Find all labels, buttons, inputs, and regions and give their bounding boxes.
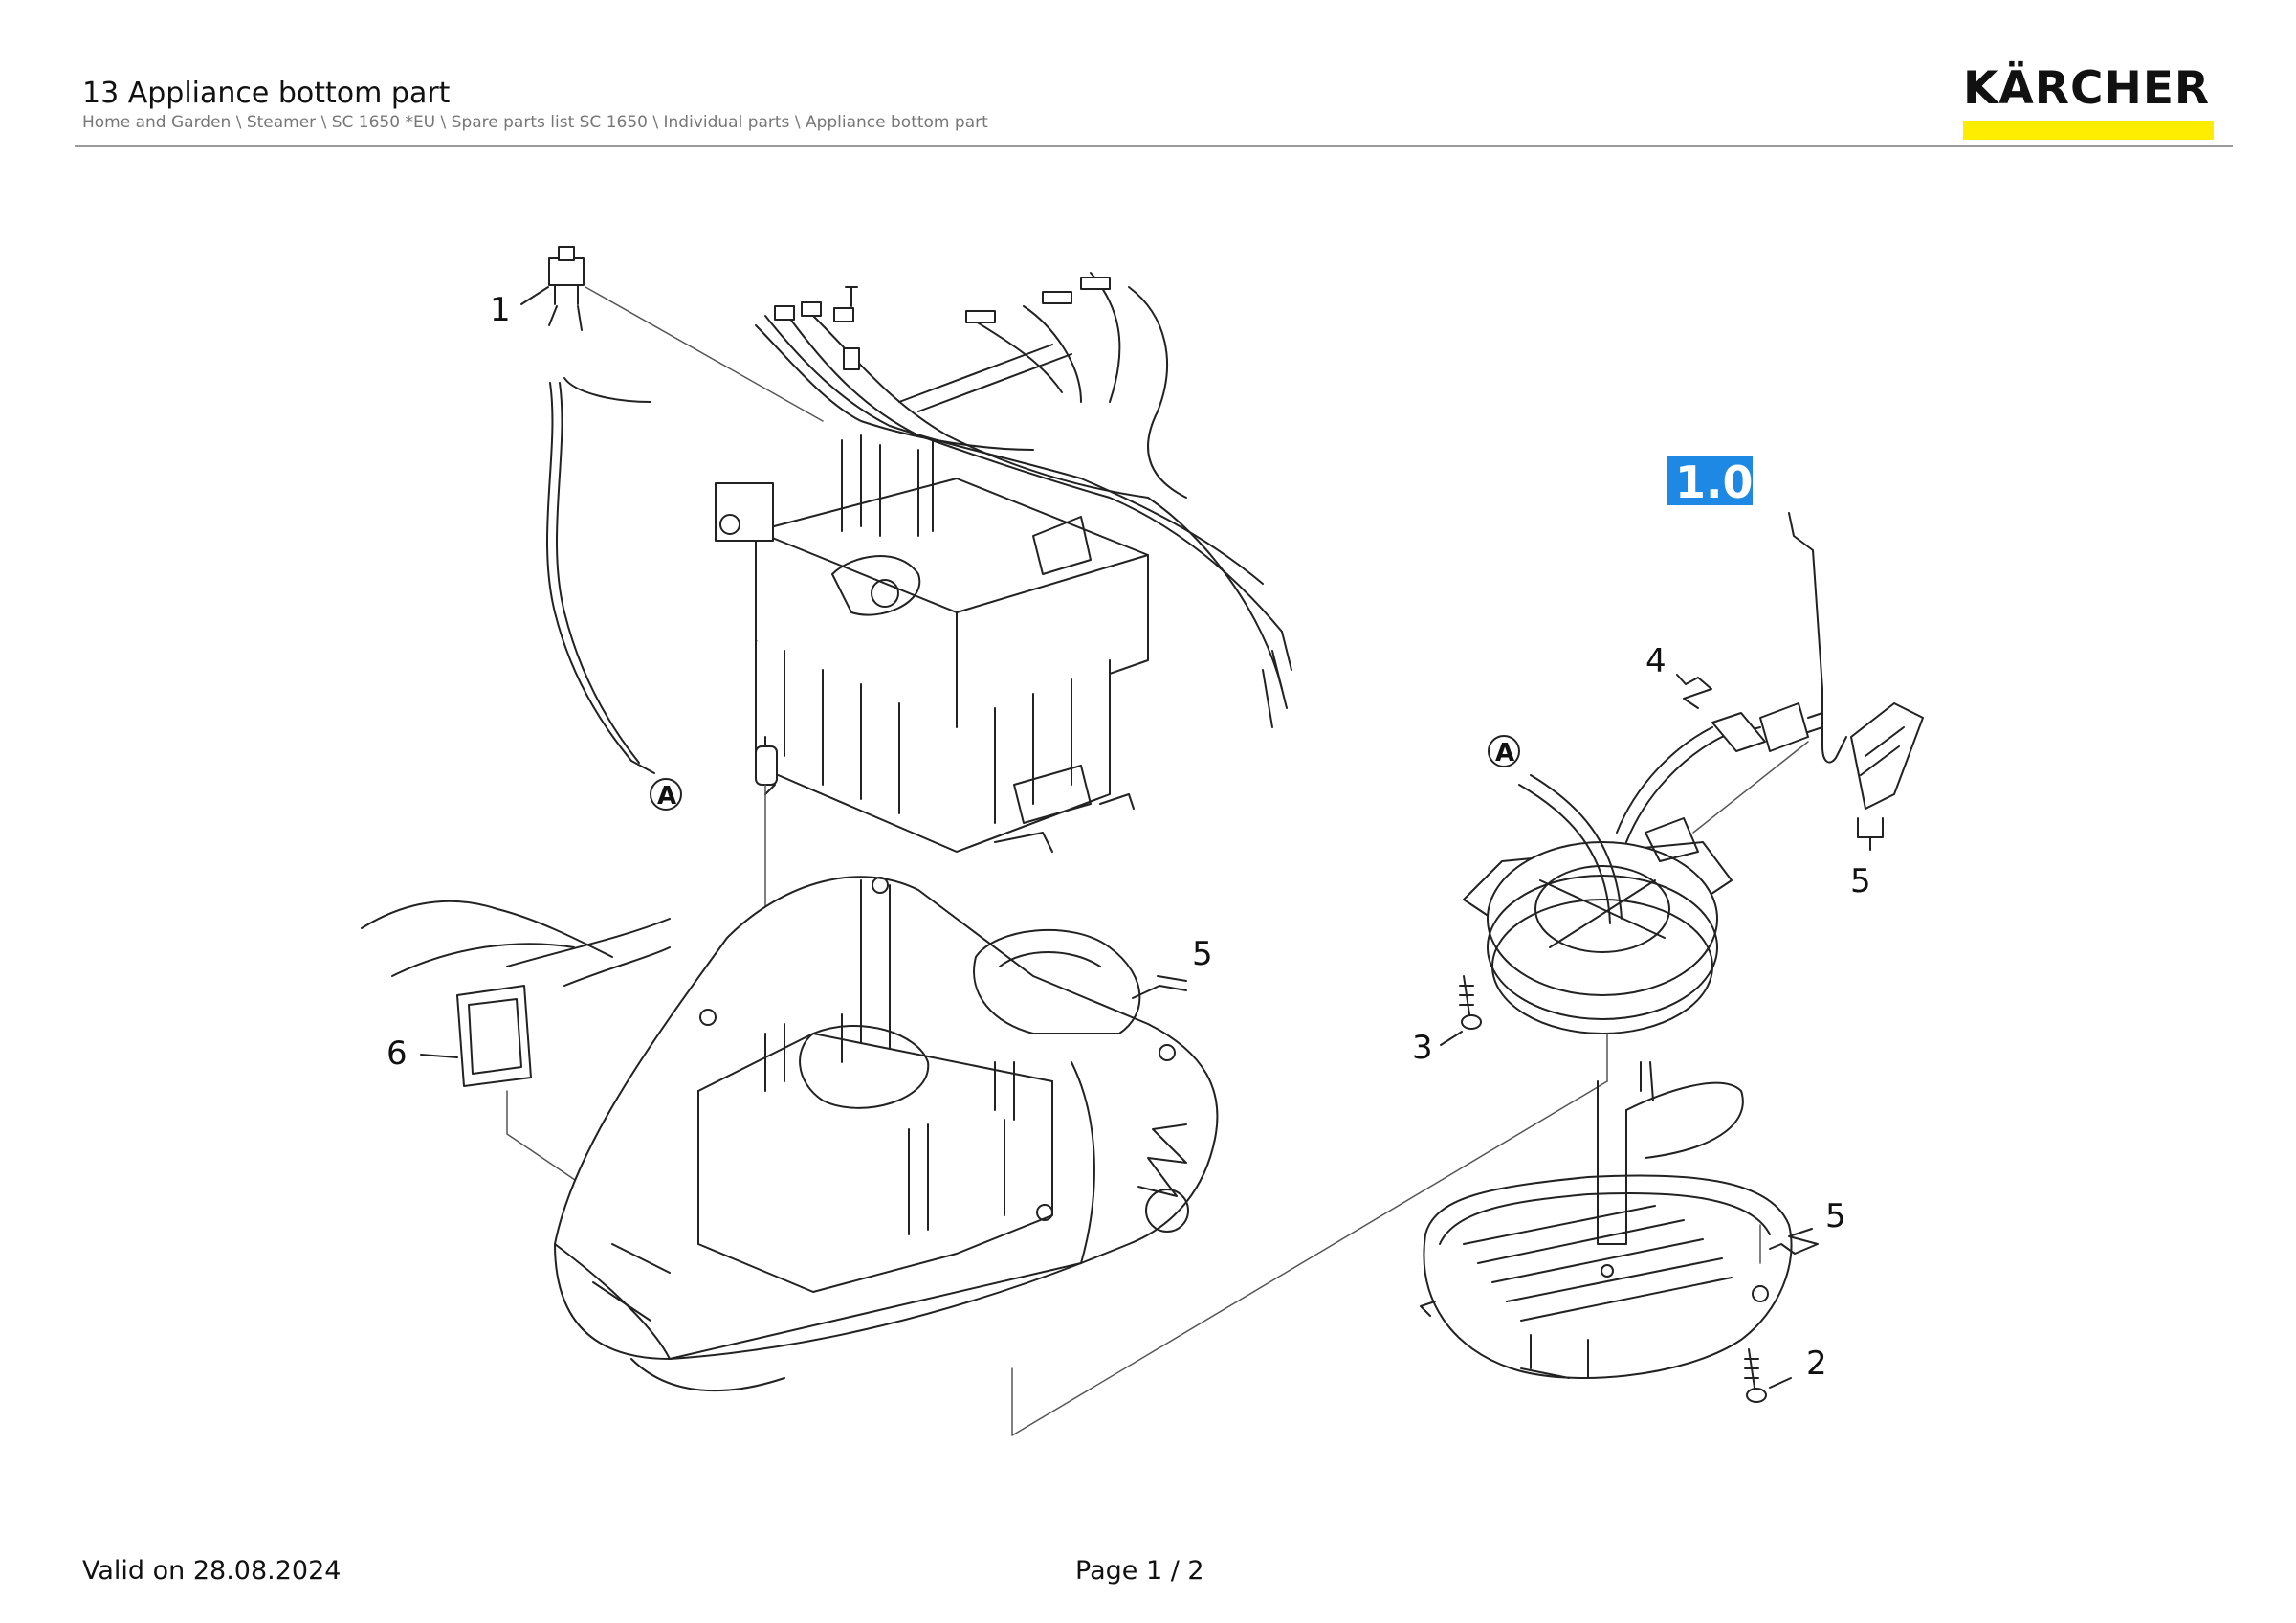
part-cable-reel[interactable] [1463,702,1823,1034]
part-heater-block[interactable] [715,434,1149,853]
callout-4: 4 [1645,642,1667,680]
part-tag-1-0[interactable]: 1.0 [1667,456,1754,508]
callout-6: 6 [386,1034,408,1073]
part-screw-2[interactable] [1744,1348,1767,1403]
callout-leader-5-hook [1857,817,1884,851]
callout-1: 1 [490,291,511,329]
part-housing[interactable] [554,876,1219,1392]
callout-5-hook: 5 [1850,862,1871,900]
page-number: Page 1 / 2 [1075,1556,1204,1586]
part-hook-bracket[interactable] [1788,512,1924,810]
part-lamp-cable[interactable] [361,900,671,987]
connector-marker-right: A [1488,735,1520,767]
breadcrumb[interactable]: Home and Garden \ Steamer \ SC 1650 *EU … [82,113,988,132]
callout-leader-1 [520,286,549,305]
connector-marker-left: A [650,778,682,811]
header-divider [75,145,2233,147]
callout-leader-4 [1676,674,1712,709]
callout-leader-5-housing [1132,985,1187,999]
part-tag-1-0-label: 1.0 [1675,456,1754,508]
callout-5-housing: 5 [1192,935,1213,973]
callout-leader-3 [1440,1031,1463,1046]
connector-marker-right-label: A [1495,739,1514,767]
brand-logo-text: KÄRCHER [1963,62,2211,115]
callout-3: 3 [1412,1029,1433,1067]
callout-5-plate: 5 [1825,1197,1846,1235]
callout-leader-5-plate [1769,1228,1819,1255]
callout-leader-6 [420,1054,458,1058]
assembly-line-plug [1692,741,1809,834]
part-indicator-lamp[interactable] [456,985,532,1087]
part-screw-3[interactable] [1459,975,1482,1030]
callout-tick-5-housing [1157,975,1187,982]
assembly-line-1 [585,286,824,422]
brand-logo-bar [1963,121,2214,140]
part-switch[interactable] [545,246,655,774]
assembly-line-housing [1011,1080,1608,1436]
callout-leader-2 [1769,1377,1792,1389]
part-bottom-plate[interactable] [1420,1061,1793,1379]
part-wiring-harness[interactable] [755,272,1292,728]
page-title: 13 Appliance bottom part [82,77,451,110]
connector-marker-left-label: A [657,782,676,811]
callout-2: 2 [1806,1345,1827,1383]
brand-logo: KÄRCHER [1963,65,2214,140]
valid-date: Valid on 28.08.2024 [82,1556,342,1586]
